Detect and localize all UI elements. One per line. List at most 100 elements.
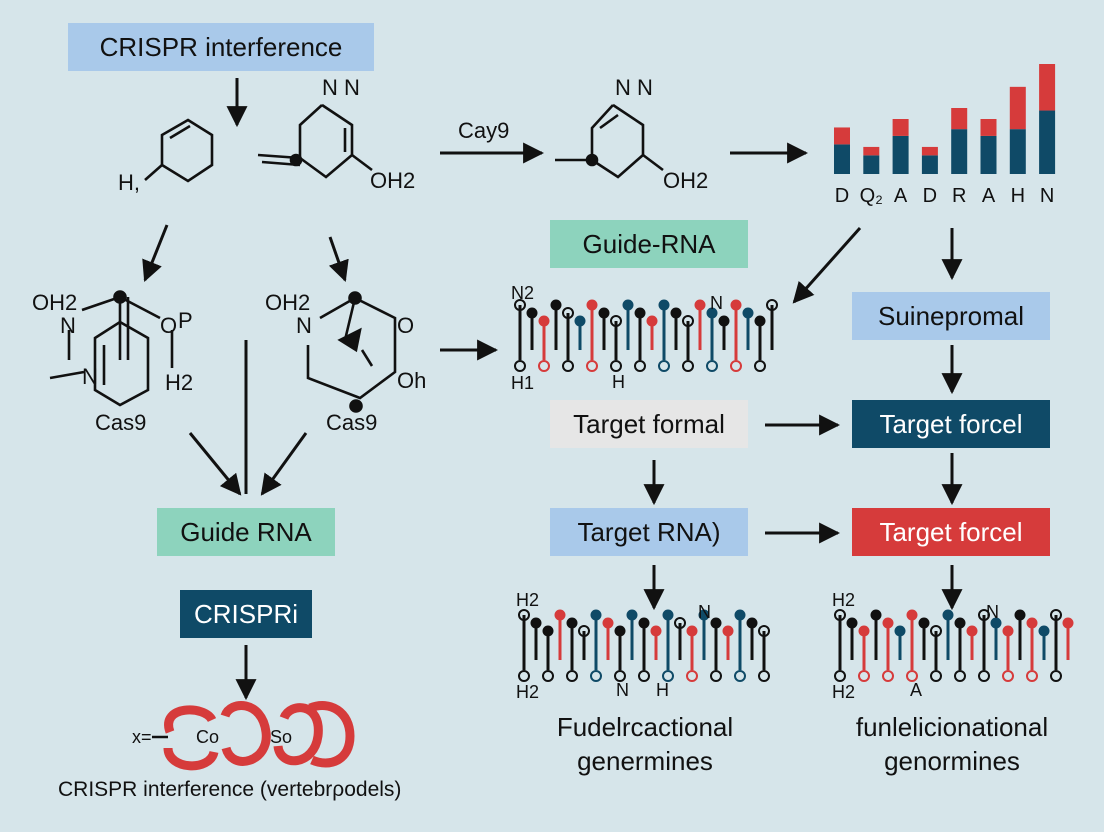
mol2-nn-label: N N	[322, 75, 360, 100]
sequence-node	[634, 307, 646, 319]
seq1-h1-label: H1	[511, 373, 535, 393]
sequence-node	[718, 315, 730, 327]
mol4-n-label: N	[60, 313, 76, 338]
sequence-node	[686, 670, 698, 682]
sequence-node	[1062, 617, 1074, 629]
sequence-node	[566, 670, 578, 682]
guide-rna-box-left: Guide RNA	[157, 508, 335, 556]
sequence-node	[538, 315, 550, 327]
sequence-node	[590, 670, 602, 682]
mol3-oh2-label: OH2	[663, 168, 709, 193]
sequence-node	[754, 315, 766, 327]
mol5-o2-label: Oh	[397, 368, 427, 393]
sequence-node	[978, 670, 990, 682]
mol4-o-label: O	[160, 313, 178, 338]
sequence-node	[834, 609, 846, 621]
guide-rna-box-top: Guide-RNA	[550, 220, 748, 268]
sequence-node	[698, 609, 710, 621]
mol5-oh2-label: OH2	[265, 290, 311, 315]
sequence-node	[638, 670, 650, 682]
sequence-node	[586, 299, 598, 311]
seq3-a-label: A	[910, 680, 923, 700]
sequence-node	[894, 625, 906, 637]
sequence-node	[706, 360, 718, 372]
funl-caption: funlelicionational genormines	[822, 710, 1082, 778]
sequence-node	[574, 315, 586, 327]
bar-7-series-0	[1039, 110, 1056, 174]
mol4-n2-label: N	[82, 364, 98, 389]
mol4-p-label: P	[178, 308, 193, 333]
seq3-n-label: N	[986, 602, 999, 622]
sequence-node	[538, 360, 550, 372]
sequence-node	[694, 299, 706, 311]
mol2-oh2-label: OH2	[370, 168, 416, 193]
bar-1-series-0	[863, 155, 880, 174]
bar-3-series-0	[921, 155, 938, 174]
sequence-node	[906, 609, 918, 621]
bar-4-series-0	[951, 129, 968, 174]
sequence-node	[554, 609, 566, 621]
crispr-interference-title-box: CRISPR interference	[68, 23, 374, 71]
sequence-node	[734, 670, 746, 682]
molecule-5	[306, 291, 397, 413]
fudel-caption: Fudelrcactional genermines	[520, 710, 770, 778]
sequence-node	[954, 670, 966, 682]
sequence-node	[650, 625, 662, 637]
bar-category-label: R	[952, 185, 966, 207]
sequence-node	[966, 625, 978, 637]
molecule-1	[144, 118, 214, 183]
sequence-node	[870, 609, 882, 621]
sequence-node	[686, 625, 698, 637]
bar-2-series-0	[892, 135, 909, 174]
bar-5-series-1	[980, 119, 997, 136]
sequence-node	[722, 625, 734, 637]
sequence-node	[626, 609, 638, 621]
sequence-node	[706, 307, 718, 319]
fudel-caption-line2: genermines	[577, 746, 713, 776]
sequence-node	[658, 299, 670, 311]
arrow-mol1-down	[142, 224, 169, 282]
sequence-node	[518, 670, 530, 682]
seq1-n2-label: N2	[511, 283, 535, 303]
bar-category-label: D	[835, 185, 849, 207]
sequence-node	[742, 307, 754, 319]
sequence-node	[1026, 670, 1038, 682]
sequence-node	[590, 609, 602, 621]
sequence-node	[514, 299, 526, 311]
sequence-node	[858, 625, 870, 637]
sequence-node	[734, 609, 746, 621]
sequence-node	[990, 617, 1002, 629]
mol4-h2-label: H2	[165, 370, 194, 395]
crispri-box: CRISPRi	[180, 590, 312, 638]
sequence-node	[710, 617, 722, 629]
bar-2-series-1	[892, 119, 909, 136]
sequence-node	[834, 670, 846, 682]
funl-caption-line2: genormines	[884, 746, 1020, 776]
sequence-node	[758, 625, 770, 637]
bar-category-label: D	[923, 185, 937, 207]
sequence-node	[846, 617, 858, 629]
seq1-h-label: H	[612, 372, 625, 392]
sequence-node	[542, 670, 554, 682]
bar-6-series-0	[1009, 129, 1026, 174]
molecule-4	[49, 290, 174, 407]
sequence-node	[746, 617, 758, 629]
fudel-caption-line1: Fudelrcactional	[556, 712, 734, 742]
sequence-node	[1038, 625, 1050, 637]
sequence-node	[638, 617, 650, 629]
loop-so-label: So	[270, 727, 293, 747]
sequence-node	[610, 315, 622, 327]
sequence-node	[566, 617, 578, 629]
seq2-n-label: N	[698, 602, 711, 622]
footer-caption: CRISPR interference (vertebrρodels)	[58, 778, 402, 801]
suinepromal-box: Suinepromal	[852, 292, 1050, 340]
arrow-mol2-down	[328, 236, 349, 282]
mol1-h-label: H,	[118, 170, 140, 195]
sequence-node	[930, 670, 942, 682]
mol5-n-label: N	[296, 313, 312, 338]
loop-co-label: Co	[196, 727, 220, 747]
cas9-left-label: Cas9	[95, 410, 147, 435]
molecule-3	[555, 103, 664, 179]
sequence-node	[514, 360, 526, 372]
